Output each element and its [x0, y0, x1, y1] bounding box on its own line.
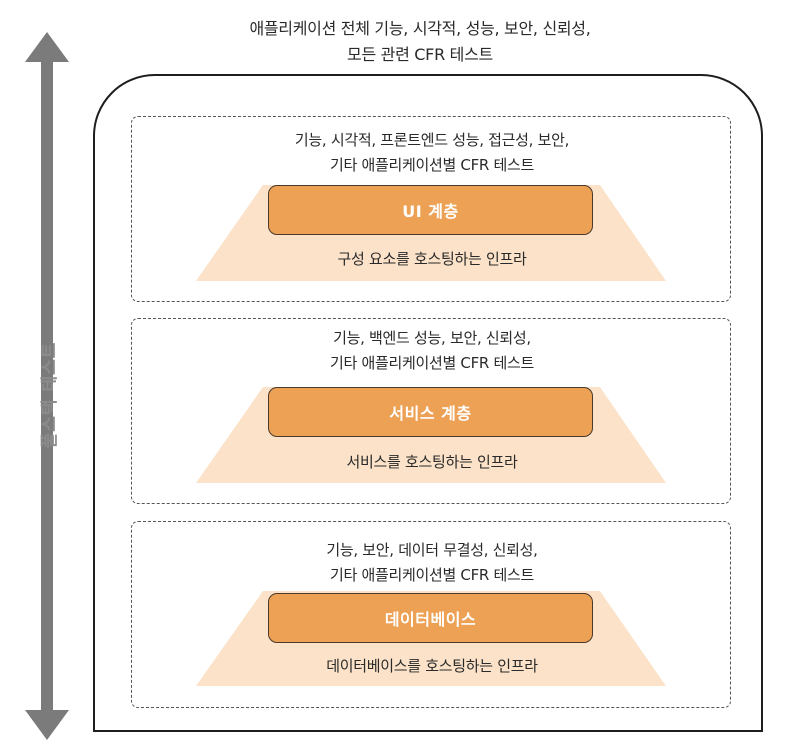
service-infra-label: 서비스를 호스팅하는 인프라 [346, 453, 518, 471]
ui-tier-caption-line-2: 기타 애플리케이션별 CFR 테스트 [329, 156, 535, 174]
database-tier-caption-line-1: 기능, 보안, 데이터 무결성, 신뢰성, [326, 541, 538, 559]
service-tier: 기능, 백엔드 성능, 보안, 신뢰성, 기타 애플리케이션별 CFR 테스트 … [131, 318, 731, 504]
service-layer-box: 서비스 계층 [268, 387, 593, 437]
service-tier-caption-line-1: 기능, 백엔드 성능, 보안, 신뢰성, [333, 329, 531, 347]
database-tier: 기능, 보안, 데이터 무결성, 신뢰성, 기타 애플리케이션별 CFR 테스트… [131, 521, 731, 708]
database-infra-label: 데이터베이스를 호스팅하는 인프라 [326, 657, 538, 675]
full-stack-frame [93, 74, 763, 732]
ui-tier-caption-line-1: 기능, 시각적, 프론트엔드 성능, 접근성, 보안, [294, 131, 570, 149]
service-tier-caption: 기능, 백엔드 성능, 보안, 신뢰성, 기타 애플리케이션별 CFR 테스트 [132, 326, 732, 376]
ui-tier-caption: 기능, 시각적, 프론트엔드 성능, 접근성, 보안, 기타 애플리케이션별 C… [132, 128, 732, 178]
full-app-test-caption-line-1: 애플리케이션 전체 기능, 시각적, 성능, 보안, 신뢰성, [249, 19, 591, 38]
database-tier-caption-line-2: 기타 애플리케이션별 CFR 테스트 [329, 566, 535, 584]
double-headed-arrow-icon [25, 32, 69, 740]
ui-tier: 기능, 시각적, 프론트엔드 성능, 접근성, 보안, 기타 애플리케이션별 C… [131, 116, 731, 302]
service-tier-caption-line-2: 기타 애플리케이션별 CFR 테스트 [329, 354, 535, 372]
arrow-down-head [25, 710, 69, 740]
ui-layer-box: UI 계층 [268, 185, 593, 235]
full-app-test-caption: 애플리케이션 전체 기능, 시각적, 성능, 보안, 신뢰성, 모든 관련 CF… [160, 16, 680, 68]
full-stack-test-label: 풀스택 테스트 [40, 341, 60, 449]
full-app-test-caption-line-2: 모든 관련 CFR 테스트 [347, 45, 493, 64]
database-layer-box: 데이터베이스 [268, 593, 593, 643]
arrow-up-head [25, 32, 69, 62]
database-tier-caption: 기능, 보안, 데이터 무결성, 신뢰성, 기타 애플리케이션별 CFR 테스트 [132, 538, 732, 588]
arrow-shaft [41, 60, 53, 712]
ui-infra-label: 구성 요소를 호스팅하는 인프라 [337, 250, 527, 268]
